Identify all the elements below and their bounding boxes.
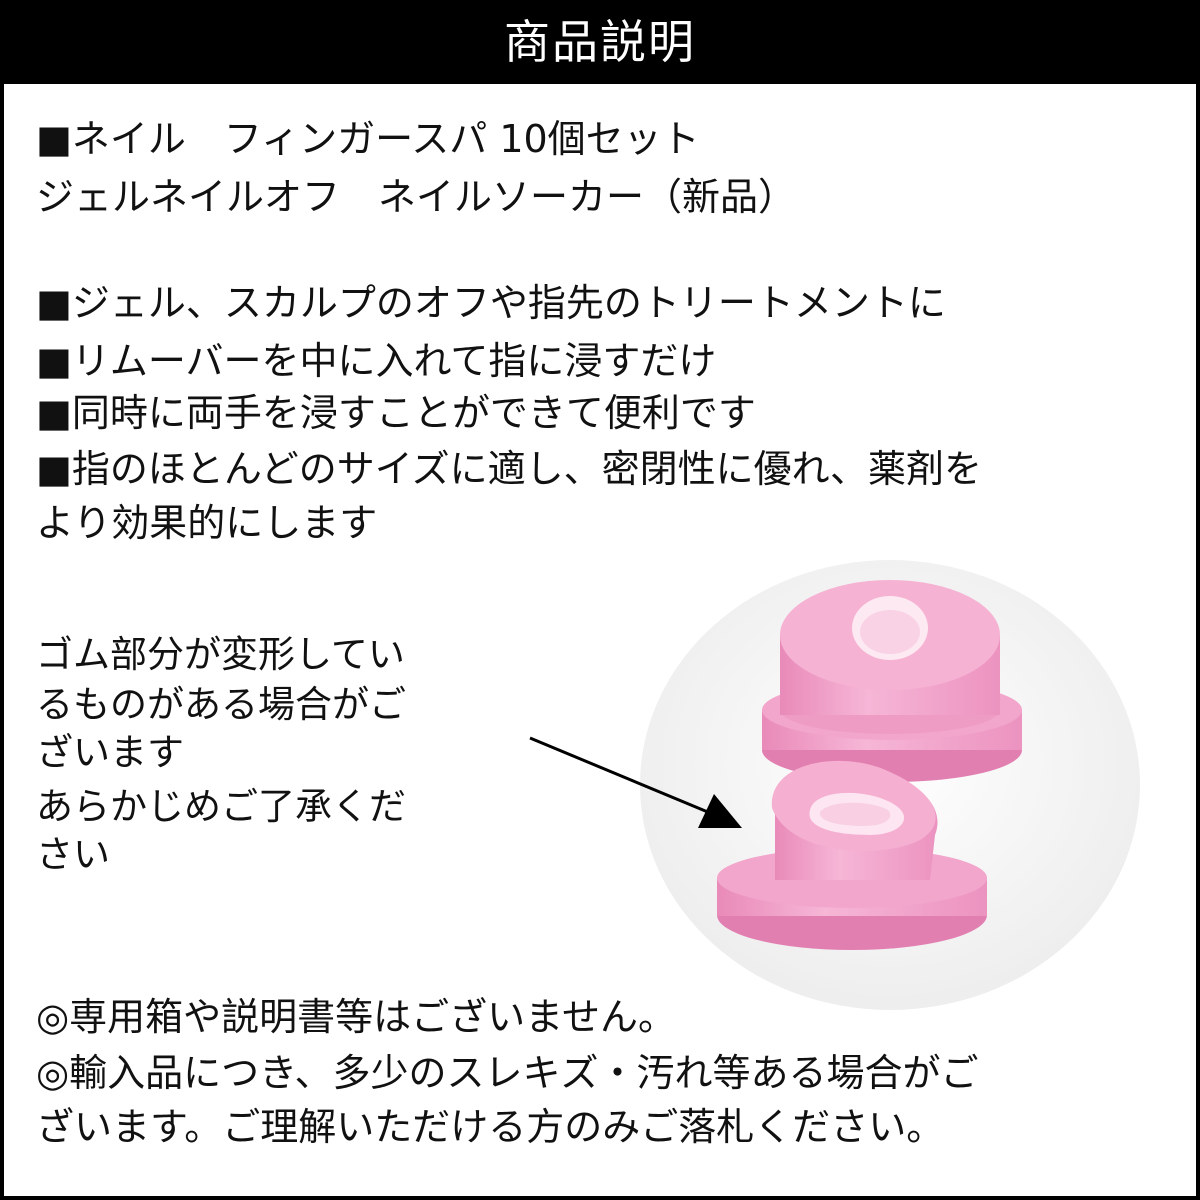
note-line-5: さい — [36, 833, 110, 876]
page-title: 商品説明 — [504, 15, 696, 69]
footer-line-1: ◎専用箱や説明書等はございません。 — [36, 995, 677, 1039]
note-line-3: ざいます — [36, 731, 184, 774]
note-line-4: あらかじめご了承くだ — [36, 785, 406, 828]
product-title-line-1: ■ネイル フィンガースパ 10個セット — [36, 117, 700, 161]
feature-line-5: より効果的にします — [36, 501, 378, 545]
feature-line-3: ■同時に両手を浸すことができて便利です — [36, 391, 756, 435]
feature-line-4: ■指のほとんどのサイズに適し、密閉性に優れ、薬剤を — [36, 447, 983, 491]
product-photo — [640, 560, 1140, 1010]
footer-line-2: ◎輸入品につき、多少のスレキズ・汚れ等ある場合がご — [36, 1051, 979, 1095]
product-title-line-2: ジェルネイルオフ ネイルソーカー（新品） — [36, 175, 797, 219]
feature-line-2: ■リムーバーを中に入れて指に浸すだけ — [36, 339, 717, 383]
note-line-2: るものがある場合がご — [36, 683, 406, 726]
feature-line-1: ■ジェル、スカルプのオフや指先のトリートメントに — [36, 281, 946, 325]
pointer-arrow — [529, 736, 742, 828]
back-cup — [762, 580, 1022, 782]
front-cup — [717, 760, 987, 950]
header-bar: 商品説明 — [0, 0, 1200, 84]
footer-line-3: ざいます。ご理解いただける方のみご落札ください。 — [36, 1105, 945, 1149]
note-line-1: ゴム部分が変形してい — [36, 633, 405, 676]
